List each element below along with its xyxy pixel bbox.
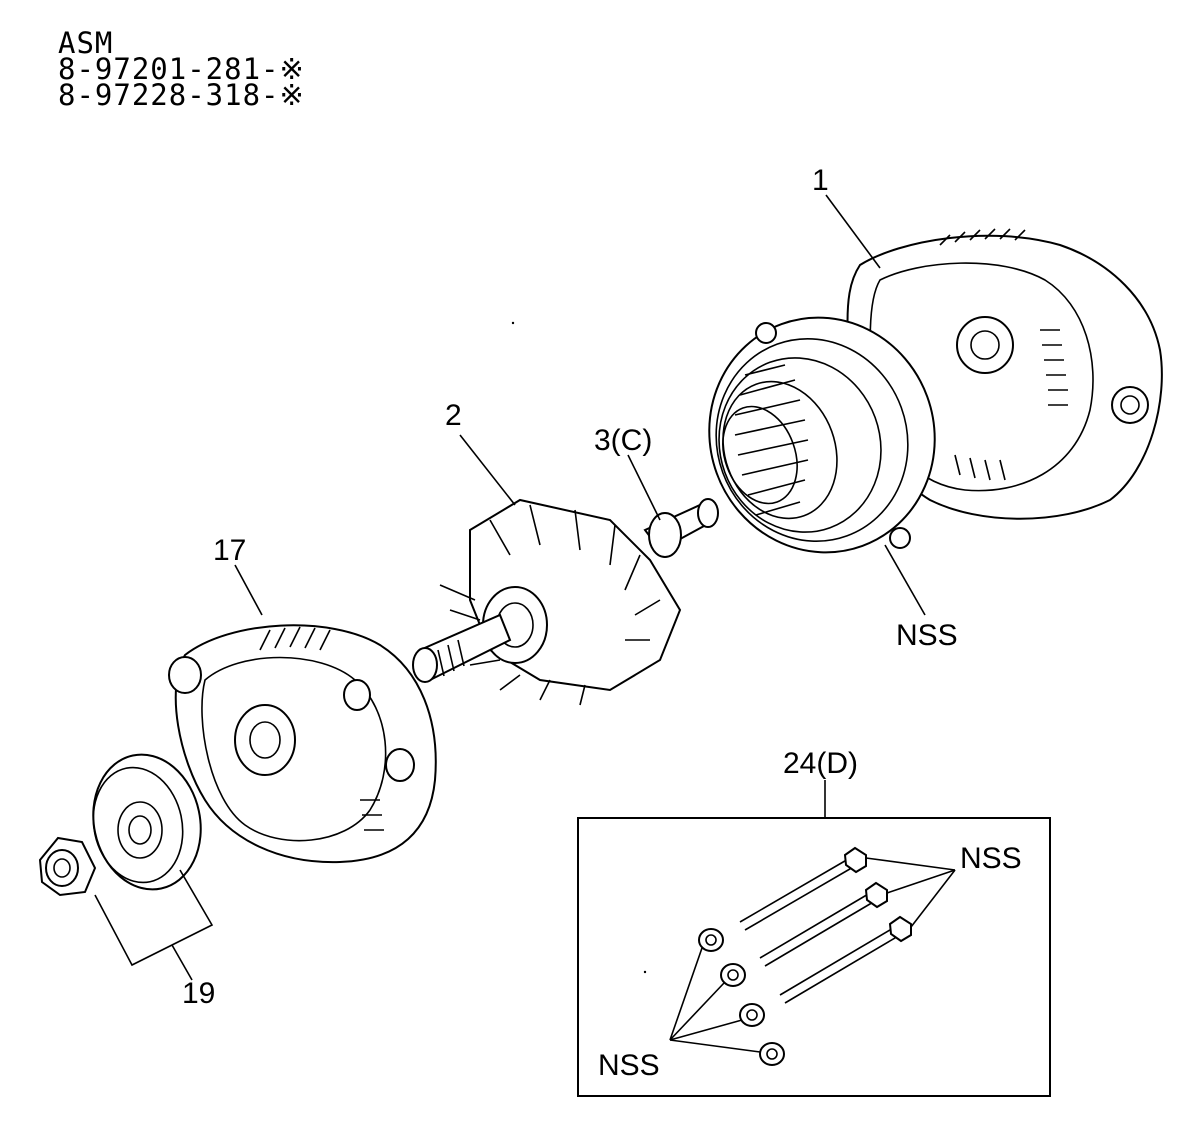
bolt-kit-box (577, 817, 1051, 1097)
callout-part-1: 1 (812, 164, 829, 197)
callout-nss-stator: NSS (896, 619, 958, 652)
front-housing-part-17 (168, 624, 437, 864)
callout-part-17: 17 (213, 534, 246, 567)
part-number-2: 8-97228-318-※ (58, 78, 305, 112)
callout-nss-bolts: NSS (960, 842, 1022, 875)
stray-dot (511, 321, 515, 325)
leader-part-3 (627, 454, 661, 521)
callout-part-2: 2 (445, 399, 462, 432)
leaders-nss-bolts (865, 857, 956, 928)
part-number-1: 8-97201-281-※ (58, 52, 305, 86)
leader-part-1 (825, 194, 881, 269)
leader-nss-stator (884, 544, 926, 616)
leader-part-17 (234, 564, 263, 616)
leader-part-2 (459, 434, 516, 506)
callout-part-19: 19 (182, 977, 215, 1010)
through-bolts (739, 846, 912, 1004)
flange-nuts (698, 928, 785, 1066)
assembly-header: ASM 8-97201-281-※ 8-97228-318-※ (58, 26, 305, 112)
stray-dot (643, 970, 647, 974)
pulley-part-19 (92, 753, 202, 891)
callout-part-3: 3(C) (594, 424, 652, 457)
stator-assembly (708, 316, 936, 554)
leaders-nss-nuts (669, 947, 761, 1053)
callout-part-24: 24(D) (783, 747, 858, 780)
callout-nss-nuts: NSS (598, 1049, 660, 1082)
rotor-part-2 (412, 498, 719, 706)
leader-part-19-stem (171, 944, 193, 981)
assembly-label: ASM (58, 26, 114, 60)
pulley-nut (38, 836, 97, 897)
